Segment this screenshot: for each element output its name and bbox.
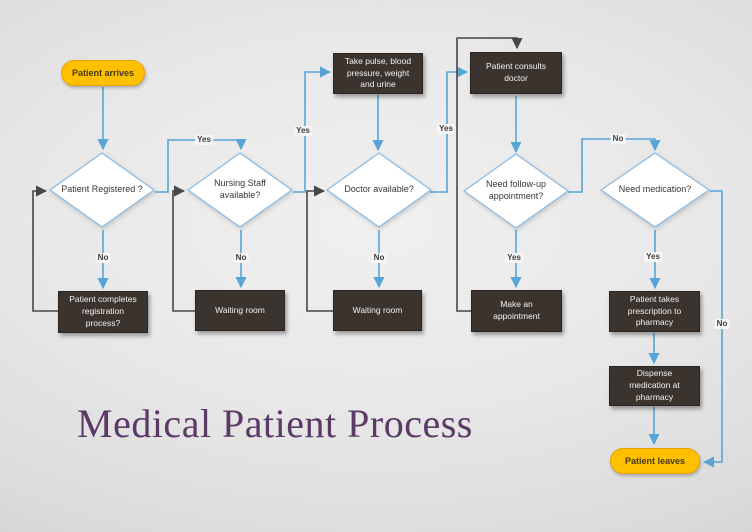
process-waiting-room-2: Waiting room <box>333 290 422 331</box>
process-label: Patient consults doctor <box>485 61 546 83</box>
edge-label-yes-doctor: Yes <box>437 124 455 134</box>
process-label: Patient takes prescription to pharmacy <box>627 293 682 328</box>
process-registration: Patient completes registration process? <box>58 291 148 333</box>
decision-label: Need follow-up appointment? <box>485 179 547 201</box>
diamond-shape <box>49 152 155 228</box>
edge-label-yes-registered: Yes <box>195 135 213 145</box>
decision-doctor-available: Doctor available? <box>326 152 432 228</box>
decision-need-medication: Need medication? <box>600 152 710 228</box>
decision-label: Nursing Staff available? <box>214 178 266 200</box>
decision-nursing-staff-available: Nursing Staff available? <box>187 152 293 228</box>
decision-label: Patient Registered ? <box>61 184 143 195</box>
process-prescription-to-pharmacy: Patient takes prescription to pharmacy <box>609 291 700 332</box>
process-take-vitals: Take pulse, blood pressure, weight and u… <box>333 53 423 94</box>
process-dispense-medication: Dispense medication at pharmacy <box>609 366 700 406</box>
process-label: Take pulse, blood pressure, weight and u… <box>344 55 412 90</box>
decision-patient-registered: Patient Registered ? <box>49 152 155 228</box>
edge-label-yes-nursing: Yes <box>294 126 312 136</box>
edge-label-no-medication: No <box>714 319 730 329</box>
end-node-patient-leaves: Patient leaves <box>610 448 700 474</box>
process-consult-doctor: Patient consults doctor <box>470 52 562 94</box>
edge-label-yes-medication: Yes <box>644 252 662 262</box>
edge-label-yes-followup: Yes <box>505 253 523 263</box>
decision-label: Need medication? <box>618 184 692 195</box>
edge-label-no-registered: No <box>95 253 111 263</box>
process-waiting-room-1: Waiting room <box>195 290 285 331</box>
edge-label-no-nursing: No <box>233 253 249 263</box>
edge-label-no-doctor: No <box>371 253 387 263</box>
end-node-label: Patient leaves <box>624 456 686 466</box>
decision-label: Doctor available? <box>344 184 414 195</box>
process-label: Patient completes registration process? <box>69 294 137 328</box>
process-make-appointment: Make an appointment <box>471 290 562 332</box>
diamond-shape <box>463 153 569 229</box>
decision-need-followup-appointment: Need follow-up appointment? <box>463 153 569 229</box>
edge-label-no-followup: No <box>610 134 626 144</box>
process-label: Waiting room <box>215 304 265 315</box>
process-label: Dispense medication at pharmacy <box>629 368 680 402</box>
start-node-patient-arrives: Patient arrives <box>61 60 145 86</box>
process-label: Make an appointment <box>493 299 540 321</box>
diamond-shape <box>326 152 432 228</box>
diamond-shape <box>187 152 293 228</box>
start-node-label: Patient arrives <box>71 68 135 78</box>
process-label: Waiting room <box>352 304 403 315</box>
diagram-title: Medical Patient Process <box>77 401 473 446</box>
diamond-shape <box>600 152 710 228</box>
